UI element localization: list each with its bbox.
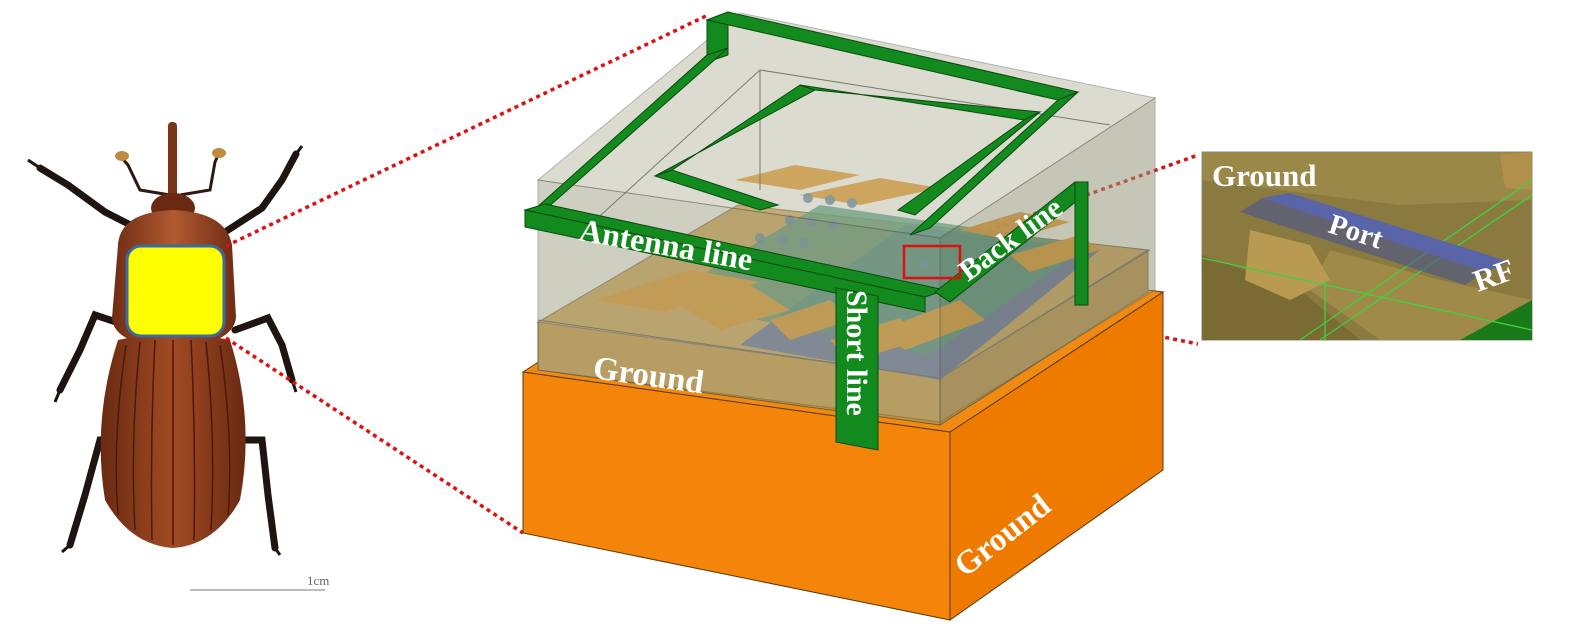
antenna-green-conductor — [523, 11, 1089, 451]
short-line-post — [835, 287, 879, 451]
beetle-illustration: 1cm — [27, 122, 329, 591]
short-line-label: Short line — [840, 290, 873, 416]
port-zoom-inset: Ground Port RF — [1201, 151, 1533, 341]
beetle-elytra-ridges — [115, 339, 231, 545]
port-marker-box — [902, 244, 962, 280]
implant-highlight-box — [125, 244, 226, 338]
inset-ground-label: Ground — [1212, 158, 1317, 193]
inset-port-strip — [1262, 193, 1510, 272]
scale-bar-label: 1cm — [307, 573, 329, 588]
beetle-antennae — [120, 154, 220, 197]
antenna-3d-model: Antenna line Back line Short line Ground… — [521, 11, 1165, 621]
beetle-leg-tips — [27, 145, 304, 556]
